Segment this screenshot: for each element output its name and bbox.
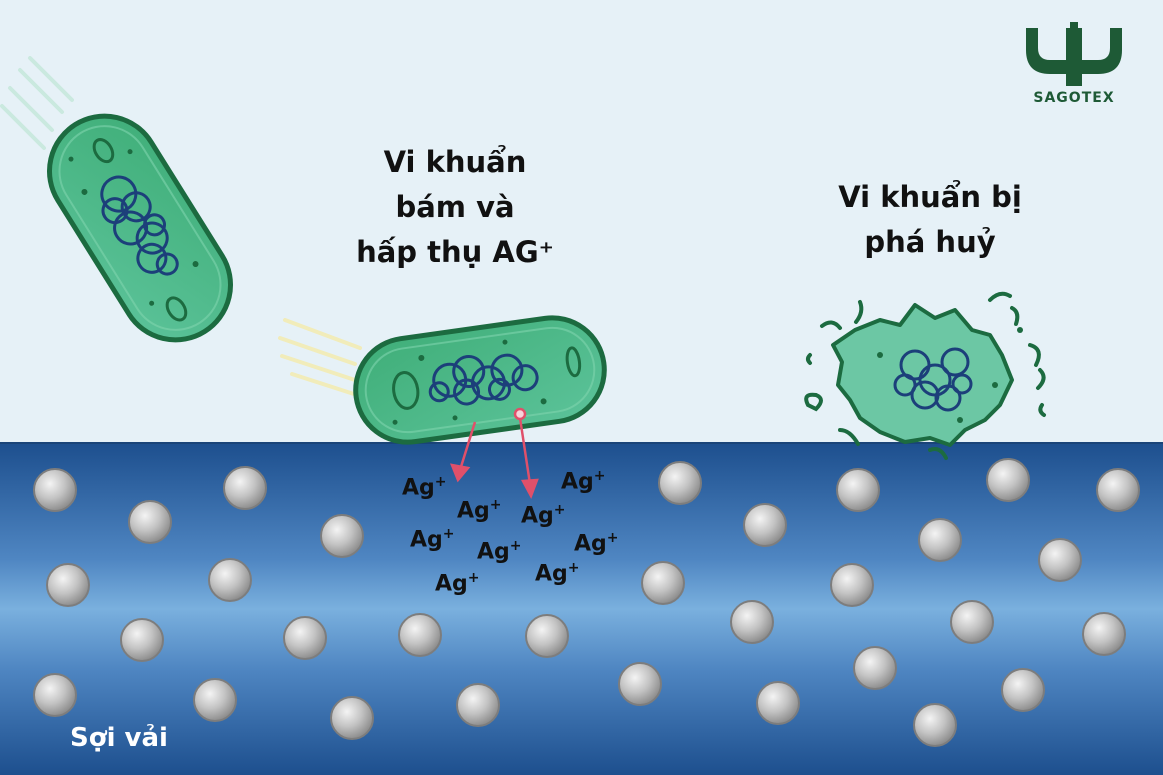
brand-name: SAGOTEX: [1033, 90, 1115, 106]
silver-particle-icon: [658, 461, 702, 505]
silver-particle-icon: [1001, 668, 1045, 712]
silver-particle-icon: [830, 563, 874, 607]
ion-label: Ag+: [535, 560, 580, 587]
silver-particle-icon: [743, 503, 787, 547]
silver-particle-icon: [320, 514, 364, 558]
bacterium-falling-icon: [46, 113, 234, 343]
silver-particle-icon: [193, 678, 237, 722]
ion-label: Ag+: [521, 502, 566, 529]
silver-particle-icon: [223, 466, 267, 510]
silver-particle-icon: [33, 468, 77, 512]
silver-particle-icon: [120, 618, 164, 662]
silver-particle-icon: [641, 561, 685, 605]
silver-particle-icon: [950, 600, 994, 644]
ion-label: Ag+: [435, 570, 480, 597]
motion-lines-2: [278, 318, 362, 398]
sagotex-logo: SAGOTEX: [1018, 22, 1130, 112]
arrow-icon: [449, 407, 539, 500]
caption-absorb-line-2: bám và: [395, 190, 515, 224]
silver-particle-icon: [618, 662, 662, 706]
ion-label: Ag+: [574, 530, 619, 557]
sagotex-logo-icon: [1026, 22, 1122, 86]
silver-particle-icon: [756, 681, 800, 725]
caption-absorb-line-3: hấp thụ AG⁺: [356, 235, 554, 269]
silver-particle-icon: [918, 518, 962, 562]
bacterium-attached-icon: [353, 315, 607, 445]
caption-absorb: Vi khuẩn bám và hấp thụ AG⁺: [330, 140, 580, 275]
silver-particle-icon: [730, 600, 774, 644]
silver-particle-icon: [208, 558, 252, 602]
ion-label: Ag+: [477, 538, 522, 565]
silver-particle-icon: [986, 458, 1030, 502]
ion-label: Ag+: [402, 474, 447, 501]
silver-particle-icon: [33, 673, 77, 717]
caption-destroyed: Vi khuẩn bị phá huỷ: [790, 175, 1070, 265]
motion-lines-1: [0, 56, 74, 150]
caption-destroyed-line-1: Vi khuẩn bị: [838, 180, 1022, 214]
silver-particle-icon: [283, 616, 327, 660]
silver-particle-icon: [525, 614, 569, 658]
silver-particle-icon: [128, 500, 172, 544]
caption-absorb-line-1: Vi khuẩn: [383, 145, 527, 179]
silver-particle-icon: [836, 468, 880, 512]
ion-label: Ag+: [410, 526, 455, 553]
silver-particle-icon: [330, 696, 374, 740]
silver-particle-icon: [46, 563, 90, 607]
silver-particle-icon: [853, 646, 897, 690]
silver-particles: [33, 458, 1140, 747]
silver-particle-icon: [1082, 612, 1126, 656]
silver-particle-icon: [398, 613, 442, 657]
ion-label: Ag+: [561, 468, 606, 495]
fiber-label: Sợi vải: [70, 723, 168, 753]
silver-particle-icon: [1096, 468, 1140, 512]
silver-particle-icon: [456, 683, 500, 727]
silver-particle-icon: [1038, 538, 1082, 582]
bacterium-destroyed-icon: [804, 291, 1046, 460]
ion-label: Ag+: [457, 497, 502, 524]
silver-particle-icon: [913, 703, 957, 747]
caption-destroyed-line-2: phá huỷ: [864, 225, 996, 259]
